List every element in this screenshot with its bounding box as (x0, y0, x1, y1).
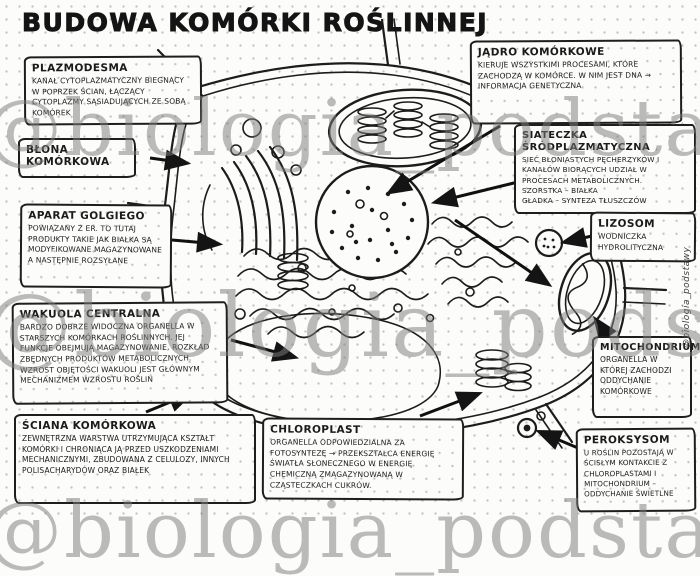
box-body-mitochondrium: ORGANELLA W KTÓREJ ZACHODZI ODDYCHANIE K… (600, 355, 672, 396)
arrow-jadro (385, 124, 501, 195)
arrow-peroksysom (535, 429, 579, 450)
label-box-peroksysom: PEROKSYSOM U ROŚLIN POZOSTAJĄ W ŚCISŁYM … (575, 427, 697, 513)
page-title: BUDOWA KOMÓRKI ROŚLINNEJ (21, 8, 489, 38)
box-title-chloroplast: CHLOROPLAST (270, 423, 361, 436)
box-body-lizosom: WODNICZKA HYDROLITYCZNA (597, 231, 664, 252)
box-title-siateczka: SIATECZKA ŚRÓDPLAZMATYCZNA (522, 130, 651, 153)
label-box-chloroplast: CHLOROPLAST ORGANELLA ODPOWIEDZIALNA ZA … (261, 417, 465, 501)
box-title-blona-komorkowa: BŁONA KOMÓRKOWA (26, 144, 110, 169)
box-title-jadro-komorkowe: JĄDRO KOMÓRKOWE (477, 45, 605, 59)
box-body-siateczka: SIEĆ BŁONIASTYCH PĘCHERZYKÓW I KANAŁÓW B… (522, 155, 660, 206)
label-box-mitochondrium: MITOCHONDRIUM ORGANELLA W KTÓREJ ZACHODZ… (592, 336, 700, 418)
grana-stacks-drawing (277, 252, 532, 392)
box-title-peroksysom: PEROKSYSOM (583, 433, 670, 447)
label-box-wakuola-centralna: WAKUOLA CENTRALNA BARDZO DOBRZE WIDOCZNA… (11, 301, 229, 405)
label-box-sciana-komorkowa: ŚCIANA KOMÓRKOWA ZEWNĘTRZNA WARSTWA UTRZ… (14, 414, 256, 504)
box-body-peroksysom: U ROŚLIN POZOSTAJĄ W ŚCISŁYM KONTAKCIE Z… (583, 447, 674, 499)
arrow-chloroplast (419, 391, 483, 418)
box-title-aparat-golgiego: APARAT GOLGIEGO (28, 209, 145, 223)
pointer-arrows (145, 91, 617, 450)
chloroplast-drawing (327, 88, 483, 168)
nucleus-drawing (314, 164, 430, 280)
box-title-mitochondrium: MITOCHONDRIUM (600, 342, 700, 353)
lysosome-drawing (534, 228, 564, 258)
label-box-jadro-komorkowe: JĄDRO KOMÓRKOWE KIERUJE WSZYSTKIMI PROCE… (469, 39, 683, 125)
arrow-siateczka (430, 180, 519, 208)
box-body-aparat-golgiego: POWIĄZANY Z ER. TO TUTAJ PRODUKTY TAKIE … (27, 223, 163, 266)
er-drawing (235, 216, 529, 339)
label-box-blona-komorkowa: BŁONA KOMÓRKOWA (18, 138, 136, 178)
box-body-jadro-komorkowe: KIERUJE WSZYSTKIMI PROCESAMI, KTÓRE ZACH… (477, 59, 652, 91)
box-body-plazmodesma: KANAŁ CYTOPLAZMATYCZNY BIEGNĄCY W POPRZE… (31, 75, 186, 118)
label-box-aparat-golgiego: APARAT GOLGIEGO POWIĄZANY Z ER. TO TUTAJ… (19, 203, 173, 289)
box-title-wakuola-centralna: WAKUOLA CENTRALNA (19, 307, 161, 321)
box-title-plazmodesma: PLAZMODESMA (31, 61, 128, 75)
arrow-wakuola (230, 338, 300, 362)
peroxisome-drawing (516, 411, 546, 439)
box-body-chloroplast: ORGANELLA ODPOWIEDZIALNA ZA FOTOSYNTEZĘ … (269, 437, 435, 490)
label-box-siateczka-srodplazmatyczna: SIATECZKA ŚRÓDPLAZMATYCZNA SIEĆ BŁONIAST… (514, 124, 696, 214)
box-title-lizosom: LIZOSOM (598, 217, 656, 231)
box-body-sciana-komorkowa: ZEWNĘTRZNA WARSTWA UTRZYMUJĄCA KSZTAŁT K… (22, 434, 230, 475)
arrow-aparat-golgiego (171, 231, 224, 253)
arrow-blona-komorkowa (149, 149, 192, 171)
arrow-mitochondrium-long (454, 218, 553, 287)
label-box-lizosom: LIZOSOM WODNICZKA HYDROLITYCZNA (589, 211, 697, 263)
golgi-drawing (201, 118, 302, 262)
handwritten-credit: @biologia_podstawy (682, 246, 692, 348)
box-title-sciana-komorkowa: ŚCIANA KOMÓRKOWA (22, 420, 157, 432)
label-box-plazmodesma: PLAZMODESMA KANAŁ CYTOPLAZMATYCZNY BIEGN… (23, 55, 203, 126)
box-body-wakuola-centralna: BARDZO DOBRZE WIDOCZNA ORGANELLA W STARS… (19, 321, 210, 385)
arrow-mitochondrium (592, 315, 617, 344)
arrow-lizosom (559, 227, 593, 248)
